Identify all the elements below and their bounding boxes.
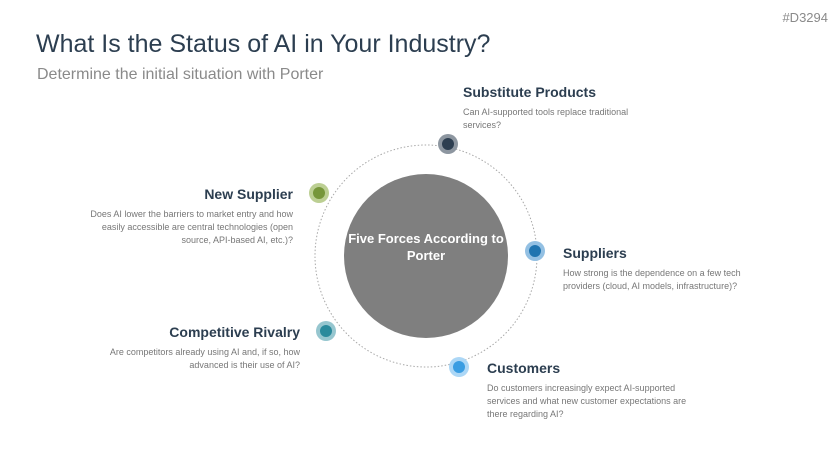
- force-title: Customers: [487, 360, 561, 376]
- force-new-supplier: New Supplier Does AI lower the barriers …: [80, 186, 293, 247]
- force-substitute-products: Substitute Products Can AI-supported too…: [463, 84, 633, 132]
- force-text: Do customers increasingly expect AI-supp…: [487, 383, 687, 419]
- force-marker-dot: [529, 245, 541, 257]
- force-text: Are competitors already using AI and, if…: [109, 347, 300, 370]
- slide-code: #D3294: [782, 10, 828, 25]
- force-marker-dot: [442, 138, 454, 150]
- page-subtitle: Determine the initial situation with Por…: [37, 66, 324, 83]
- force-text: How strong is the dependence on a few te…: [563, 268, 741, 291]
- force-marker-dot: [453, 361, 465, 373]
- force-customers: Customers Do customers increasingly expe…: [487, 360, 702, 421]
- force-title: Competitive Rivalry: [169, 324, 300, 340]
- force-competitive-rivalry: Competitive Rivalry Are competitors alre…: [100, 324, 300, 372]
- force-suppliers: Suppliers How strong is the dependence o…: [563, 245, 763, 293]
- force-text: Can AI-supported tools replace tradition…: [463, 107, 629, 130]
- force-marker-dot: [313, 187, 325, 199]
- force-title: Substitute Products: [463, 84, 597, 100]
- force-marker-dot: [320, 325, 332, 337]
- center-circle: [344, 174, 508, 338]
- force-title: Suppliers: [563, 245, 627, 261]
- center-label: Five Forces According to Porter: [348, 231, 504, 263]
- page-title: What Is the Status of AI in Your Industr…: [36, 30, 491, 58]
- force-text: Does AI lower the barriers to market ent…: [90, 209, 293, 245]
- force-title: New Supplier: [204, 186, 293, 202]
